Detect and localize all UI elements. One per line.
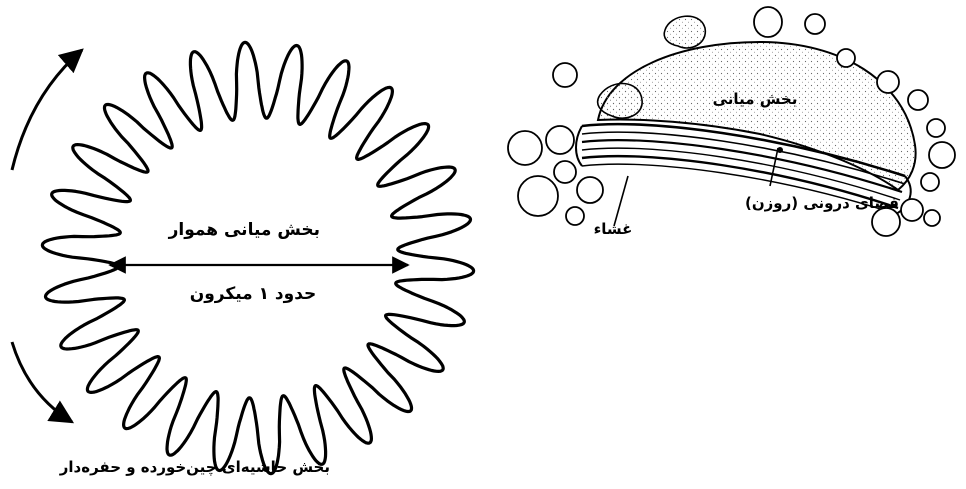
rim-arrow-top	[12, 50, 82, 170]
blob-left	[598, 84, 642, 119]
rim-arrow-bottom	[12, 342, 72, 422]
rim-label: بخش حاشیه‌ای چین‌خورده و حفره‌دار	[70, 460, 330, 475]
lumen-label: فضای درونی (روزن)	[742, 196, 902, 211]
cisterna-dome	[598, 42, 916, 190]
membrane-leader	[614, 176, 628, 226]
face-view-cisterna	[12, 42, 474, 473]
dome-center-label: بخش میانی	[710, 92, 800, 107]
lumen-marker	[777, 147, 783, 153]
frilled-rim-outline	[42, 42, 473, 473]
size-label: حدود ۱ میکرون	[178, 286, 328, 303]
center-label: بخش میانی هموار	[180, 222, 320, 239]
blob-top	[664, 16, 705, 48]
membrane-label: غشاء	[588, 222, 638, 237]
